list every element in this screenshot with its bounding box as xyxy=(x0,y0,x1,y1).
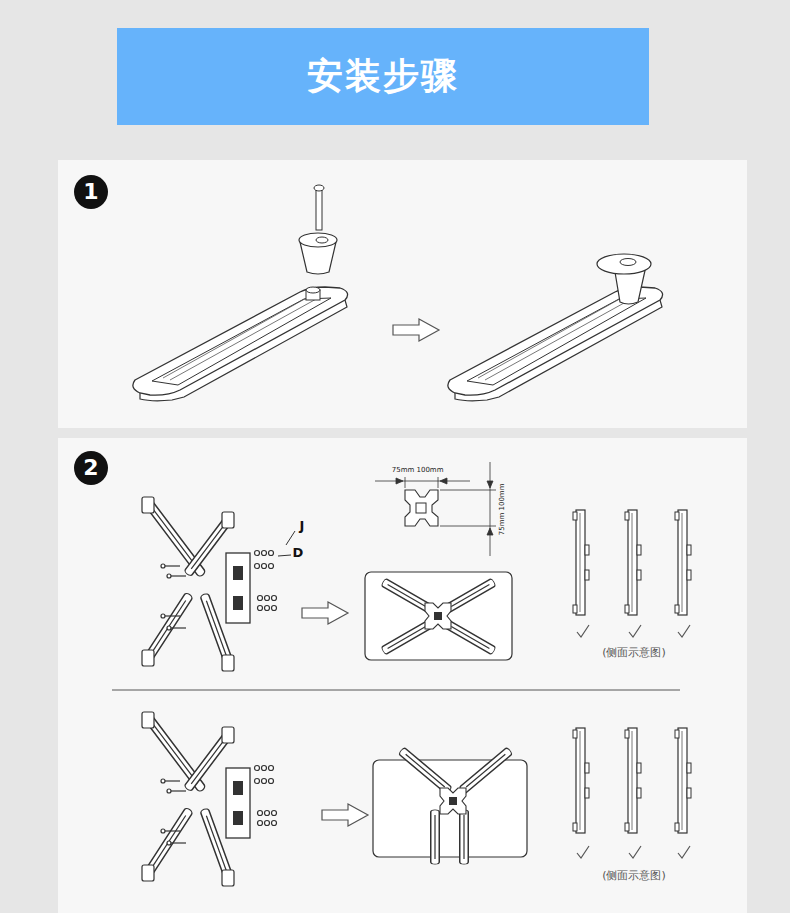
step-number: 2 xyxy=(83,457,98,479)
side-view-caption: (侧面示意图) xyxy=(602,870,666,882)
monitor-y xyxy=(373,752,527,862)
side-view-caption: (侧面示意图) xyxy=(602,647,666,659)
side-views xyxy=(573,728,691,858)
step-number-circle: 2 xyxy=(74,451,108,485)
side-views xyxy=(573,510,691,637)
title-text: 安装步骤 xyxy=(307,52,459,101)
dimension: 75mm xyxy=(392,467,415,475)
arm-kit xyxy=(142,497,277,671)
part-letter: D xyxy=(293,546,304,560)
dimension: 75mm xyxy=(499,513,507,536)
step-number-circle: 1 xyxy=(74,175,108,209)
step-number: 1 xyxy=(83,181,98,203)
step-panel xyxy=(58,438,747,913)
monitor-x xyxy=(365,572,512,660)
arm-kit xyxy=(142,712,277,886)
base-assembled xyxy=(448,254,663,401)
dimension: 100mm xyxy=(499,484,507,511)
step-arrow xyxy=(302,602,348,624)
dimension: 100mm xyxy=(417,467,444,475)
part-letter: J xyxy=(300,519,305,533)
vesa-plate xyxy=(375,462,496,556)
title-banner: 安装步骤 xyxy=(117,28,649,125)
base-exploded xyxy=(133,185,348,401)
step-arrow xyxy=(322,804,368,826)
separator xyxy=(112,690,680,691)
step-arrow xyxy=(393,319,439,341)
leader-line xyxy=(278,531,295,556)
step-panel xyxy=(58,160,747,428)
